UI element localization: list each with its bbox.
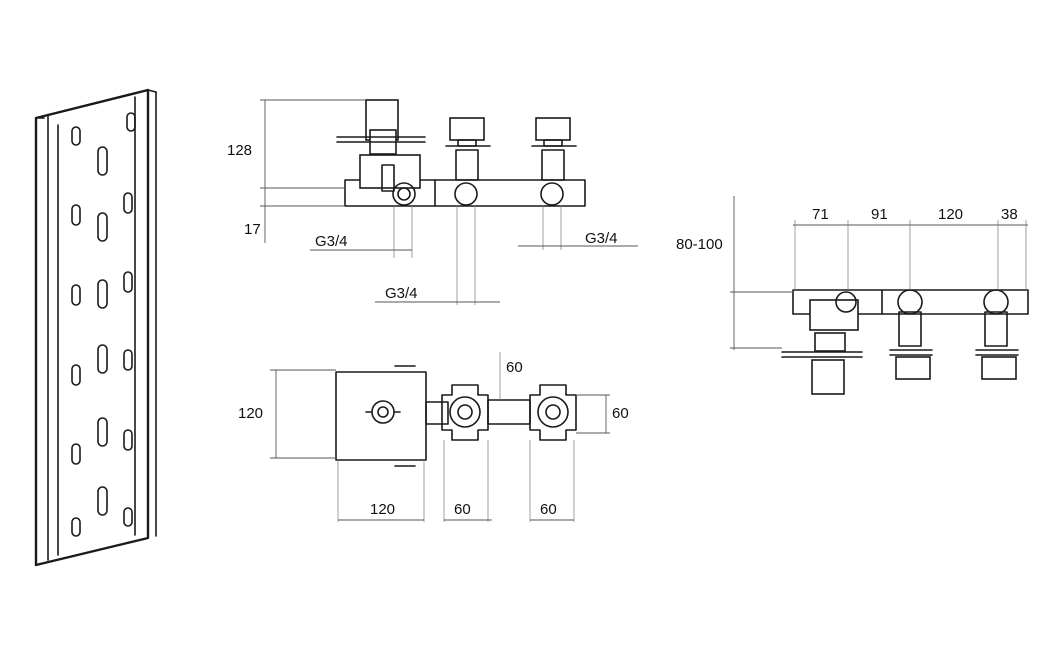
rail-slots bbox=[71, 112, 136, 537]
top-view: 120 120 60 60 60 60 bbox=[238, 352, 629, 522]
dim-valve1-width-label: 60 bbox=[454, 501, 471, 518]
dim-gap1-label: 91 bbox=[871, 206, 888, 223]
dim-base-label: 17 bbox=[244, 221, 261, 238]
dim-valve2-width-label: 60 bbox=[540, 501, 557, 518]
thread-mid-label: G3/4 bbox=[385, 285, 418, 302]
front-view: 71 91 120 38 80-100 bbox=[676, 196, 1029, 395]
dim-depth-label: 80-100 bbox=[676, 236, 723, 253]
dim-gap2-label: 120 bbox=[938, 206, 963, 223]
dim-box-width-label: 120 bbox=[370, 501, 395, 518]
dim-box-height-label: 120 bbox=[238, 405, 263, 422]
thread-right-label: G3/4 bbox=[585, 230, 618, 247]
dim-height-label: 128 bbox=[227, 142, 252, 159]
dim-valve-height-label: 60 bbox=[612, 405, 629, 422]
side-view: 128 17 G3/4 G3/4 G3/4 bbox=[227, 99, 638, 305]
dim-right-label: 38 bbox=[1001, 206, 1018, 223]
dim-left-total-label: 71 bbox=[812, 206, 829, 223]
mounting-rail bbox=[34, 88, 157, 567]
thread-left-label: G3/4 bbox=[315, 233, 348, 250]
dim-spacing-label: 60 bbox=[506, 359, 523, 376]
